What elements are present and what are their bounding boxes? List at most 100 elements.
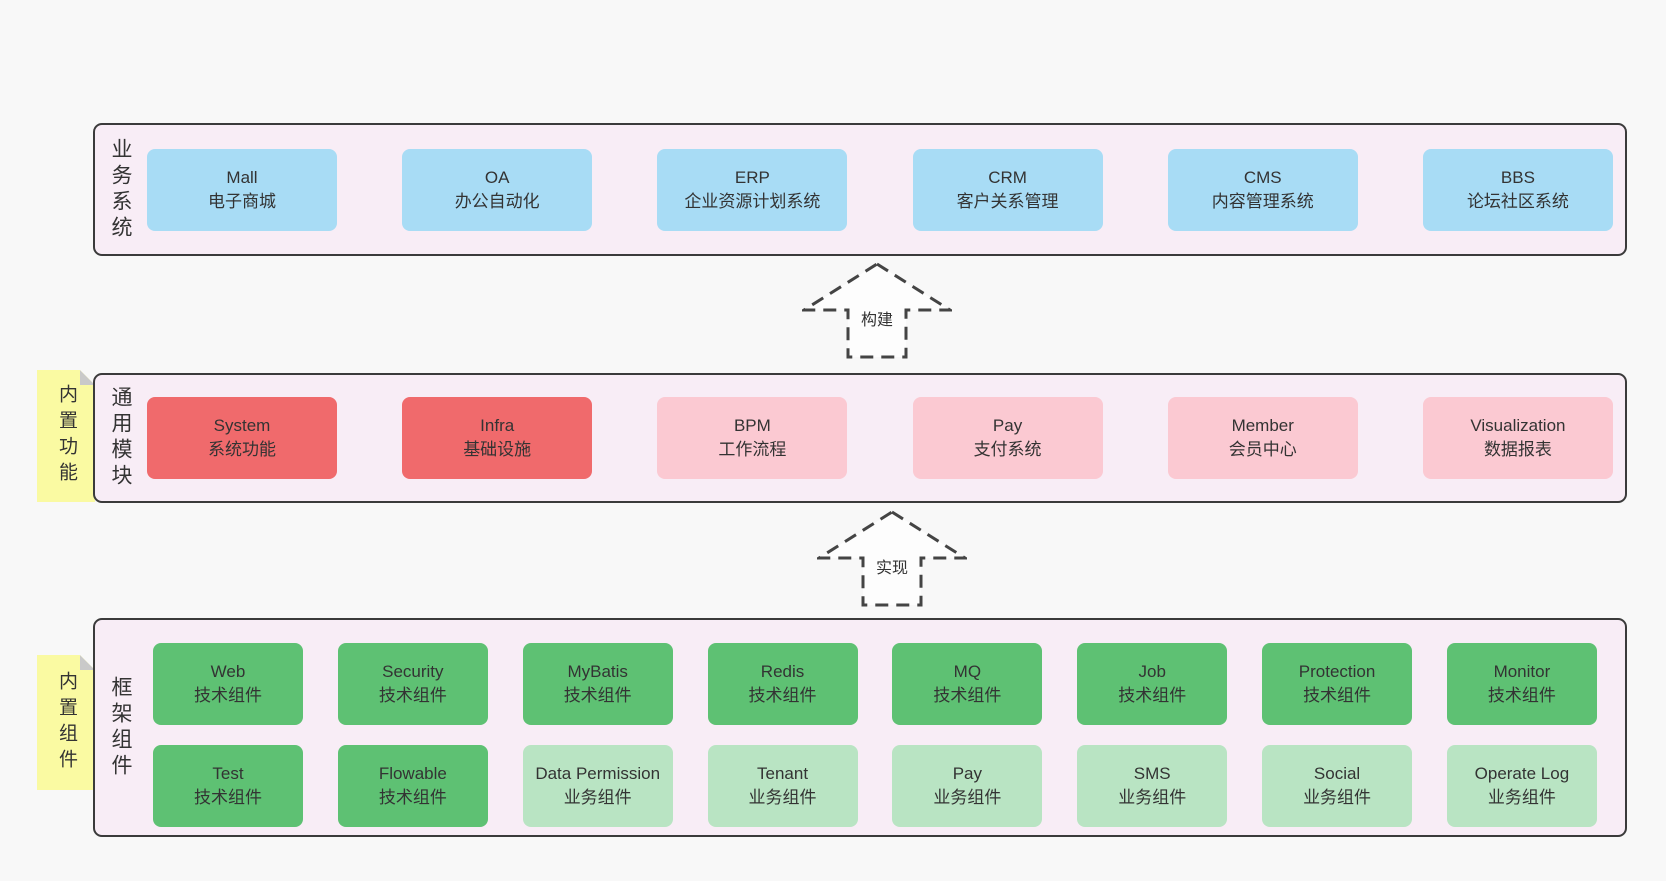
- box-desc: 业务组件: [748, 788, 817, 807]
- box-name: MQ: [953, 662, 982, 681]
- box-social: Social 业务组件: [1262, 745, 1413, 827]
- sticky-note-builtin-features: 内置功能: [37, 370, 95, 502]
- box-name: OA: [484, 167, 510, 187]
- box-desc: 论坛社区系统: [1466, 191, 1569, 211]
- box-desc: 会员中心: [1228, 440, 1297, 459]
- box-desc: 业务组件: [1303, 788, 1372, 807]
- box-desc: 业务组件: [1487, 788, 1556, 807]
- box-desc: 技术组件: [748, 686, 817, 705]
- box-desc: 技术组件: [194, 788, 262, 807]
- box-desc: 技术组件: [378, 686, 447, 705]
- box-protection: Protection 技术组件: [1262, 643, 1413, 725]
- box-name: Mall: [226, 167, 258, 187]
- box-job: Job 技术组件: [1077, 643, 1228, 725]
- arrow-implement-label: 实现: [875, 560, 909, 577]
- components-row-2: Test 技术组件 Flowable 技术组件 Data Permission …: [153, 745, 1597, 827]
- box-data-permission: Data Permission 业务组件: [522, 745, 673, 827]
- box-member: Member 会员中心: [1167, 397, 1358, 479]
- box-security: Security 技术组件: [337, 643, 488, 725]
- box-monitor: Monitor 技术组件: [1446, 643, 1597, 725]
- box-visualization: Visualization 数据报表: [1422, 397, 1613, 479]
- box-name: Protection: [1298, 662, 1376, 681]
- box-tenant: Tenant 业务组件: [707, 745, 858, 827]
- box-name: Member: [1231, 416, 1294, 435]
- panel-framework-components: 框架组件 Web 技术组件 Security 技术组件 MyBatis 技术组件…: [93, 618, 1627, 837]
- box-oa: OA 办公自动化: [402, 148, 593, 231]
- box-name: Monitor: [1493, 662, 1551, 681]
- box-web: Web 技术组件: [153, 643, 303, 725]
- box-name: SMS: [1133, 764, 1171, 783]
- box-desc: 技术组件: [563, 686, 632, 705]
- sticky-label: 内置功能: [56, 384, 77, 488]
- box-desc: 企业资源计划系统: [684, 191, 821, 211]
- box-name: Operate Log: [1474, 764, 1570, 783]
- box-name: CMS: [1243, 167, 1282, 187]
- box-name: Social: [1313, 764, 1361, 783]
- box-desc: 技术组件: [194, 686, 262, 705]
- box-sms: SMS 业务组件: [1077, 745, 1228, 827]
- box-desc: 技术组件: [1303, 686, 1372, 705]
- box-name: ERP: [734, 167, 770, 187]
- arrow-build: 构建: [802, 260, 952, 360]
- box-desc: 技术组件: [378, 788, 447, 807]
- box-desc: 业务组件: [933, 788, 1002, 807]
- components-row-1: Web 技术组件 Security 技术组件 MyBatis 技术组件 Redi…: [153, 643, 1597, 725]
- up-arrow-icon: [817, 510, 967, 607]
- box-infra: Infra 基础设施: [402, 397, 593, 479]
- box-desc: 业务组件: [1118, 788, 1187, 807]
- box-name: Flowable: [378, 764, 447, 783]
- box-crm: CRM 客户关系管理: [912, 148, 1103, 231]
- panel-business-systems: 业务系统 Mall 电子商城 OA 办公自动化 ERP 企业资源计划系统 CRM…: [93, 123, 1627, 256]
- panel-common-modules: 通用模块 System 系统功能 Infra 基础设施 BPM 工作流程 Pay…: [93, 373, 1627, 503]
- components-rows: Web 技术组件 Security 技术组件 MyBatis 技术组件 Redi…: [153, 643, 1597, 847]
- box-mq: MQ 技术组件: [892, 643, 1043, 725]
- box-name: Pay: [952, 764, 983, 783]
- box-desc: 系统功能: [208, 440, 276, 459]
- box-desc: 技术组件: [933, 686, 1002, 705]
- panel-modules-label: 通用模块: [109, 386, 132, 490]
- panel-business-label: 业务系统: [109, 137, 132, 242]
- box-desc: 内容管理系统: [1211, 191, 1314, 211]
- box-name: System: [213, 416, 271, 435]
- box-name: Job: [1138, 662, 1166, 681]
- box-desc: 支付系统: [973, 440, 1042, 459]
- box-mall: Mall 电子商城: [147, 148, 337, 231]
- box-name: BPM: [733, 416, 771, 435]
- box-test: Test 技术组件: [153, 745, 303, 827]
- box-desc: 数据报表: [1483, 440, 1552, 459]
- box-operate-log: Operate Log 业务组件: [1446, 745, 1597, 827]
- box-desc: 技术组件: [1487, 686, 1556, 705]
- box-system: System 系统功能: [147, 397, 337, 479]
- modules-boxes-row: System 系统功能 Infra 基础设施 BPM 工作流程 Pay 支付系统…: [147, 397, 1613, 479]
- business-boxes-row: Mall 电子商城 OA 办公自动化 ERP 企业资源计划系统 CRM 客户关系…: [147, 148, 1613, 231]
- arrow-build-label: 构建: [860, 312, 894, 329]
- up-arrow-icon: [802, 262, 952, 359]
- box-name: Infra: [480, 416, 515, 435]
- box-name: Pay: [992, 416, 1023, 435]
- box-desc: 电子商城: [208, 191, 276, 211]
- box-desc: 客户关系管理: [956, 191, 1059, 211]
- box-flowable: Flowable 技术组件: [337, 745, 488, 827]
- box-desc: 基础设施: [463, 440, 532, 459]
- box-name: Data Permission: [535, 764, 661, 783]
- box-redis: Redis 技术组件: [707, 643, 858, 725]
- box-name: BBS: [1500, 167, 1535, 187]
- arrow-implement: 实现: [817, 508, 967, 608]
- box-name: Redis: [760, 662, 805, 681]
- panel-components-label: 框架组件: [109, 675, 132, 780]
- box-name: MyBatis: [567, 662, 628, 681]
- box-erp: ERP 企业资源计划系统: [657, 148, 848, 231]
- box-bpm: BPM 工作流程: [657, 397, 848, 479]
- box-pay-business: Pay 业务组件: [892, 745, 1043, 827]
- box-desc: 技术组件: [1118, 686, 1187, 705]
- box-name: CRM: [988, 167, 1027, 187]
- sticky-note-builtin-components: 内置组件: [37, 655, 95, 790]
- box-name: Web: [210, 662, 246, 681]
- box-bbs: BBS 论坛社区系统: [1422, 148, 1613, 231]
- box-name: Security: [382, 662, 444, 681]
- box-cms: CMS 内容管理系统: [1167, 148, 1358, 231]
- box-pay: Pay 支付系统: [912, 397, 1103, 479]
- box-desc: 工作流程: [718, 440, 787, 459]
- box-desc: 业务组件: [563, 788, 632, 807]
